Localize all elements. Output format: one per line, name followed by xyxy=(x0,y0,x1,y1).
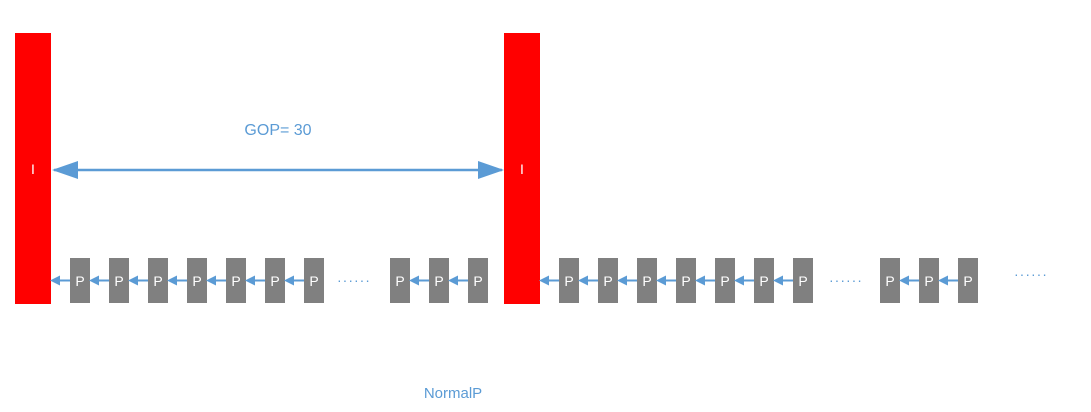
p-frame-label: P xyxy=(681,273,690,289)
p-frame-label: P xyxy=(309,273,318,289)
p-frame: P xyxy=(304,258,324,303)
i-frame-1: I xyxy=(15,33,51,304)
ellipsis-1: ······ xyxy=(337,272,371,288)
p-frame: P xyxy=(70,258,90,303)
i-frame-label: I xyxy=(31,161,35,177)
i-frame-label: I xyxy=(520,161,524,177)
p-frame-label: P xyxy=(270,273,279,289)
p-frame-label: P xyxy=(231,273,240,289)
p-frame-label: P xyxy=(473,273,482,289)
p-frame: P xyxy=(793,258,813,303)
p-frame-label: P xyxy=(642,273,651,289)
p-frame-label: P xyxy=(434,273,443,289)
p-frame: P xyxy=(187,258,207,303)
p-frame: P xyxy=(468,258,488,303)
p-frame-label: P xyxy=(720,273,729,289)
ellipsis-2: ······ xyxy=(829,272,863,288)
i-frame-2: I xyxy=(504,33,540,304)
p-frame: P xyxy=(880,258,900,303)
p-frame: P xyxy=(919,258,939,303)
p-frame: P xyxy=(637,258,657,303)
p-frame-label: P xyxy=(759,273,768,289)
gop-label: GOP= 30 xyxy=(244,122,311,139)
p-frame-label: P xyxy=(924,273,933,289)
ellipsis-trailing: ······ xyxy=(1014,266,1048,282)
p-frame: P xyxy=(265,258,285,303)
p-frame: P xyxy=(598,258,618,303)
caption: NormalP xyxy=(424,385,482,402)
p-frame: P xyxy=(715,258,735,303)
p-frame: P xyxy=(429,258,449,303)
p-frame-label: P xyxy=(564,273,573,289)
p-frame-label: P xyxy=(192,273,201,289)
p-frame: P xyxy=(226,258,246,303)
p-frame-label: P xyxy=(798,273,807,289)
p-frame: P xyxy=(754,258,774,303)
p-frame: P xyxy=(958,258,978,303)
p-frame: P xyxy=(148,258,168,303)
p-frame: P xyxy=(109,258,129,303)
p-frame-label: P xyxy=(885,273,894,289)
p-frame-label: P xyxy=(395,273,404,289)
p-frame: P xyxy=(676,258,696,303)
p-frame: P xyxy=(559,258,579,303)
p-frame: P xyxy=(390,258,410,303)
p-frame-label: P xyxy=(963,273,972,289)
p-frame-label: P xyxy=(114,273,123,289)
p-frame-label: P xyxy=(153,273,162,289)
p-frame-label: P xyxy=(75,273,84,289)
p-frame-label: P xyxy=(603,273,612,289)
